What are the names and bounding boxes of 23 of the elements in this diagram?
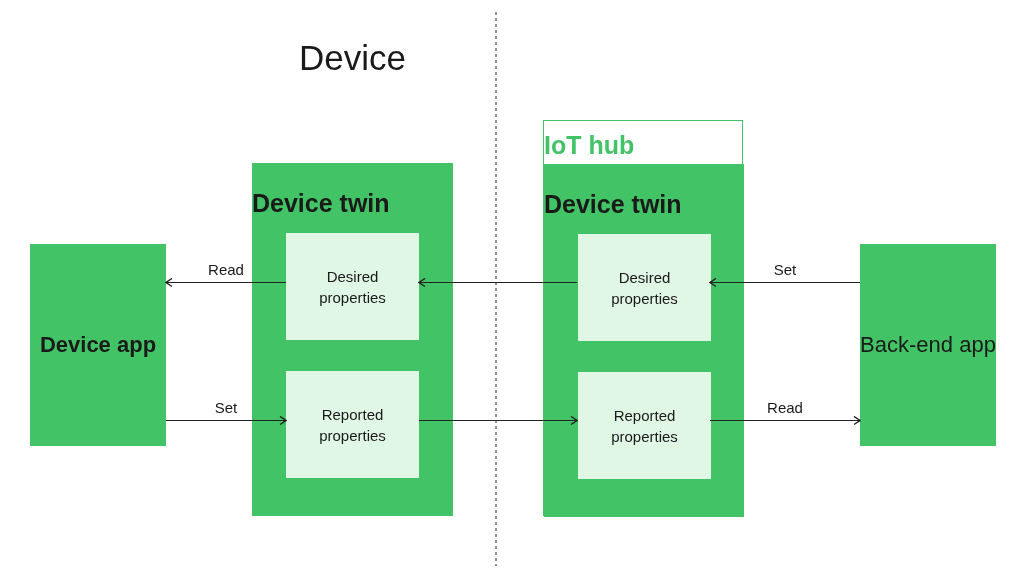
panel-title: Device twin [544,190,682,218]
property-box [578,234,711,341]
box-label: Device app [39,331,157,359]
column-heading: Device [298,37,407,79]
arrow [165,415,287,426]
twin-panel [252,163,453,516]
arrow [418,277,578,288]
box-label: Desired properties [610,267,679,309]
arrow [165,277,287,288]
box-label: Back-end app [860,331,996,359]
property-box [578,372,711,479]
arrow [709,415,861,426]
box-label: Reported properties [610,405,679,447]
app-box [30,244,166,446]
panel-title: IoT hub [544,131,635,159]
property-box [286,233,419,340]
arrow [709,277,861,288]
box-label: Reported properties [318,404,387,446]
panel-title: Device twin [252,189,390,217]
app-box [860,244,996,446]
arrow [418,415,578,426]
property-box [286,371,419,478]
box-label: Desired properties [318,266,387,308]
